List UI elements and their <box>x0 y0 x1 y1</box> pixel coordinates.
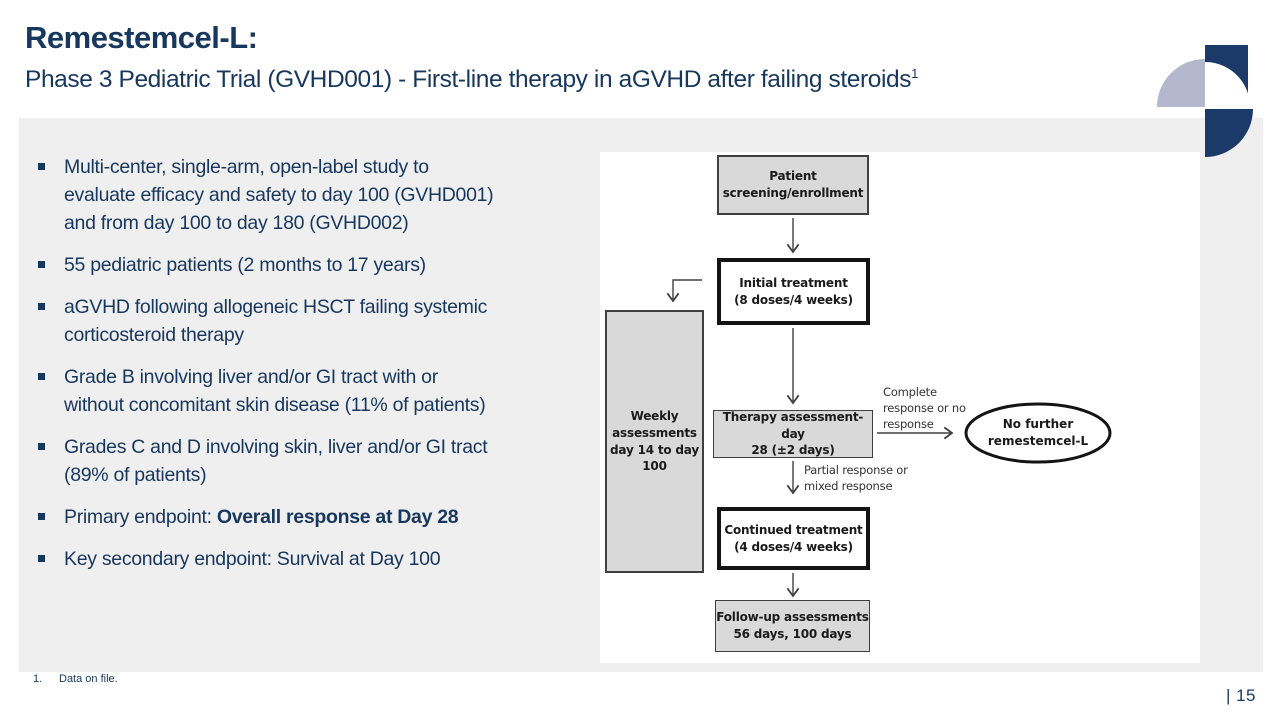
no-further-ellipse <box>964 402 1112 464</box>
bullet-list: Multi-center, single-arm, open-label stu… <box>38 153 594 587</box>
list-item: Multi-center, single-arm, open-label stu… <box>38 153 594 237</box>
list-item: Grade B involving liver and/or GI tract … <box>38 363 594 419</box>
bullet-square-icon <box>38 293 64 349</box>
footnote: 1. Data on file. <box>33 673 118 685</box>
page-number: | 15 <box>1225 686 1256 705</box>
slide-subtitle: Phase 3 Pediatric Trial (GVHD001) - Firs… <box>25 66 918 94</box>
bullet-text: 55 pediatric patients (2 months to 17 ye… <box>64 254 426 276</box>
flow-box-continued-treatment: Continued treatment (4 doses/4 weeks) <box>717 507 870 570</box>
bullet-text: Grade B involving liver and/or GI tract … <box>64 366 486 416</box>
bullet-text: aGVHD following allogeneic HSCT failing … <box>64 296 488 346</box>
flow-ellipse-no-further-label: No further remestemcel-L <box>987 417 1089 448</box>
connector-label-complete-response: Complete response or no response <box>883 385 966 431</box>
logo-navy-quarter <box>1205 109 1253 157</box>
flow-box-screening: Patient screening/enrollment <box>717 155 869 215</box>
flow-box-followup-assessments: Follow-up assessments 56 days, 100 days <box>715 600 870 652</box>
bullet-text: Key secondary endpoint: Survival at Day … <box>64 548 441 570</box>
bullet-text-bold: Overall response at Day 28 <box>216 506 459 528</box>
list-item: 55 pediatric patients (2 months to 17 ye… <box>38 251 594 279</box>
bullet-square-icon <box>38 545 64 573</box>
bullet-text: Multi-center, single-arm, open-label stu… <box>64 156 494 234</box>
bullet-square-icon <box>38 363 64 419</box>
slide-title: Remestemcel-L: <box>25 20 258 55</box>
subtitle-text: Phase 3 Pediatric Trial (GVHD001) - Firs… <box>25 66 912 94</box>
connector-label-partial-response: Partial response or mixed response <box>804 463 908 493</box>
bullet-square-icon <box>38 153 64 237</box>
flow-box-therapy-assessment: Therapy assessment- day 28 (±2 days) <box>713 410 873 458</box>
bullet-square-icon <box>38 433 64 489</box>
footnote-text: Data on file. <box>59 673 118 685</box>
bullet-square-icon <box>38 503 64 531</box>
bullet-text: Grades C and D involving skin, liver and… <box>64 436 488 486</box>
list-item: Primary endpoint: Overall response at Da… <box>38 503 594 531</box>
bullet-text: Primary endpoint: Overall response at Da… <box>64 503 459 531</box>
list-item: aGVHD following allogeneic HSCT failing … <box>38 293 594 349</box>
study-flow-diagram: Patient screening/enrollment Initial tre… <box>600 152 1200 663</box>
list-item: Grades C and D involving skin, liver and… <box>38 433 594 489</box>
logo-light-quarter <box>1157 59 1205 107</box>
flow-box-weekly-assessments: Weekly assessments day 14 to day 100 <box>605 310 704 573</box>
flow-connector-arrows <box>666 218 1112 598</box>
company-logo-icon <box>1157 45 1253 157</box>
footnote-number: 1. <box>33 673 43 685</box>
arrow-elbow-to-weekly <box>666 279 702 303</box>
bullet-square-icon <box>38 251 64 279</box>
bullet-text-prefix: Primary endpoint: <box>64 506 217 528</box>
flow-box-initial-treatment: Initial treatment (8 doses/4 weeks) <box>717 258 870 325</box>
logo-navy-crescent <box>1205 45 1248 94</box>
list-item: Key secondary endpoint: Survival at Day … <box>38 545 594 573</box>
subtitle-footnote-ref: 1 <box>911 66 918 81</box>
